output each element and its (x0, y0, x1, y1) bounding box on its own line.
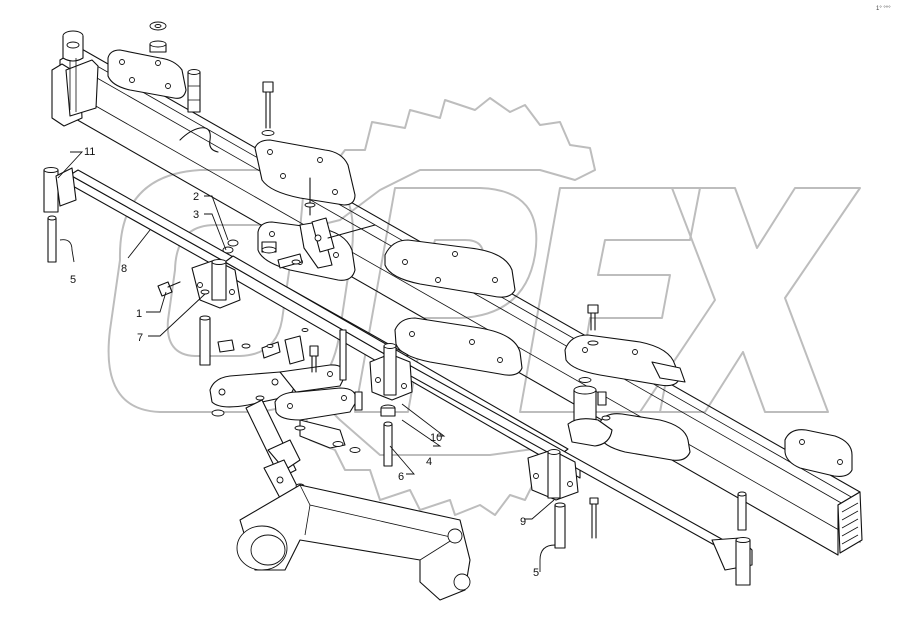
right-bolts (567, 304, 613, 447)
bolt-and-nut-1-7 (157, 281, 210, 297)
callout-3: 3 (193, 209, 199, 221)
a-frame (236, 484, 471, 601)
callout-5-left: 5 (70, 274, 76, 286)
hinge-left (43, 167, 77, 263)
leader-lines (57, 151, 556, 572)
small-bolt-right (589, 497, 599, 539)
main-beam (51, 30, 863, 556)
upper-bracket (261, 177, 376, 269)
callouts: 11 5 8 2 3 1 7 10 4 6 9 5 (70, 146, 539, 579)
callout-5-right: 5 (533, 567, 539, 579)
hinge-right (527, 449, 579, 549)
hinge-far-right (711, 491, 753, 586)
hinge-center (369, 343, 413, 467)
callout-10: 9 (520, 516, 526, 528)
callout-11: 11 (84, 146, 95, 158)
callout-2: 2 (193, 191, 199, 203)
callout-4: 4 (426, 456, 432, 468)
callout-6: 6 (398, 471, 404, 483)
callout-9: 10 (430, 432, 442, 444)
corner-mark: 1° °°° (876, 6, 891, 12)
linkage-cluster (209, 328, 363, 453)
callout-7: 7 (137, 332, 143, 344)
top-hardware (149, 21, 275, 136)
callout-1: 1 (136, 308, 142, 320)
callout-8: 8 (121, 263, 127, 275)
